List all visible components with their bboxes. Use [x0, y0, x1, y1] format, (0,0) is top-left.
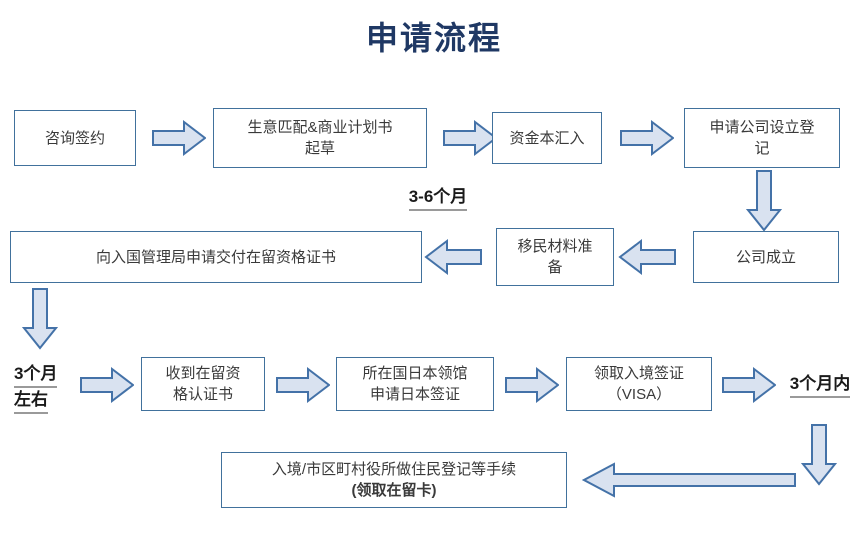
- box-immigration-materials-label-line2: 备: [547, 259, 563, 276]
- arrow-r3-3: [505, 367, 559, 403]
- label-duration-3-months-about: 3个月 左右: [14, 362, 110, 414]
- box-apply-japan-visa-consulate-line2: 申请日本签证: [369, 386, 460, 403]
- box-consult-sign-label: 咨询签约: [44, 129, 105, 147]
- arrow-r2-1: [424, 239, 482, 275]
- box-apply-residence-certificate-label: 向入国管理局申请交付在留资格证书: [95, 248, 336, 266]
- page-title: 申请流程: [365, 20, 502, 56]
- arrow-down-right-to-row4: [801, 424, 837, 486]
- arrow-r3-2: [276, 367, 330, 403]
- arrow-r1-2: [443, 120, 497, 156]
- box-company-established-label: 公司成立: [735, 248, 796, 266]
- box-entry-resident-registration[interactable]: 入境/市区町村役所做住民登记等手续 (领取在留卡): [221, 452, 567, 508]
- label-duration-3-6-months: 3-6个月: [378, 185, 498, 211]
- box-capital-remittance[interactable]: 资金本汇入: [492, 112, 602, 164]
- box-receive-residence-certificate-line2: 格认证书: [172, 386, 233, 403]
- box-immigration-materials-label-line1: 移民材料准: [517, 238, 593, 255]
- box-receive-entry-visa[interactable]: 领取入境签证 （VISA）: [566, 357, 712, 411]
- arrow-down-residence-to-row3: [22, 288, 58, 350]
- box-receive-entry-visa-line1: 领取入境签证: [593, 365, 684, 382]
- box-apply-japan-visa-consulate[interactable]: 所在国日本领馆 申请日本签证: [336, 357, 494, 411]
- label-duration-3-months-about-line2: 左右: [14, 388, 48, 414]
- box-receive-entry-visa-line2: （VISA）: [606, 386, 672, 403]
- arrow-down-registration-to-established: [746, 170, 782, 232]
- box-entry-resident-registration-line1: 入境/市区町村役所做住民登记等手续: [271, 461, 517, 478]
- label-duration-within-3-months-text: 3个月内: [789, 372, 851, 398]
- box-company-registration-label-line2: 记: [754, 140, 770, 157]
- box-apply-japan-visa-consulate-line1: 所在国日本领馆: [362, 365, 468, 382]
- arrow-r3-4: [722, 367, 776, 403]
- box-receive-residence-certificate[interactable]: 收到在留资 格认证书: [141, 357, 265, 411]
- box-apply-residence-certificate[interactable]: 向入国管理局申请交付在留资格证书: [10, 231, 422, 283]
- label-duration-3-6-months-text: 3-6个月: [408, 185, 468, 211]
- box-company-registration-apply[interactable]: 申请公司设立登 记: [684, 108, 840, 168]
- box-business-match-plan-label-line1: 生意匹配&商业计划书: [247, 119, 393, 136]
- arrow-r1-1: [152, 120, 206, 156]
- box-capital-remittance-label: 资金本汇入: [509, 129, 585, 147]
- box-consult-sign[interactable]: 咨询签约: [14, 110, 136, 166]
- box-business-match-plan-label-line2: 起草: [304, 140, 335, 157]
- box-company-registration-label-line1: 申请公司设立登: [709, 119, 815, 136]
- arrow-r1-3: [620, 120, 674, 156]
- arrow-row4-left: [582, 462, 796, 498]
- label-duration-3-months-about-line1: 3个月: [14, 362, 58, 388]
- box-immigration-materials-prep[interactable]: 移民材料准 备: [496, 228, 614, 286]
- label-duration-within-3-months: 3个月内: [778, 372, 862, 398]
- arrow-r3-1: [80, 367, 134, 403]
- arrow-r2-2: [618, 239, 676, 275]
- box-business-match-plan[interactable]: 生意匹配&商业计划书 起草: [213, 108, 427, 168]
- box-company-established[interactable]: 公司成立: [693, 231, 839, 283]
- box-entry-resident-registration-line2: (领取在留卡): [351, 482, 437, 499]
- box-receive-residence-certificate-line1: 收到在留资: [165, 365, 241, 382]
